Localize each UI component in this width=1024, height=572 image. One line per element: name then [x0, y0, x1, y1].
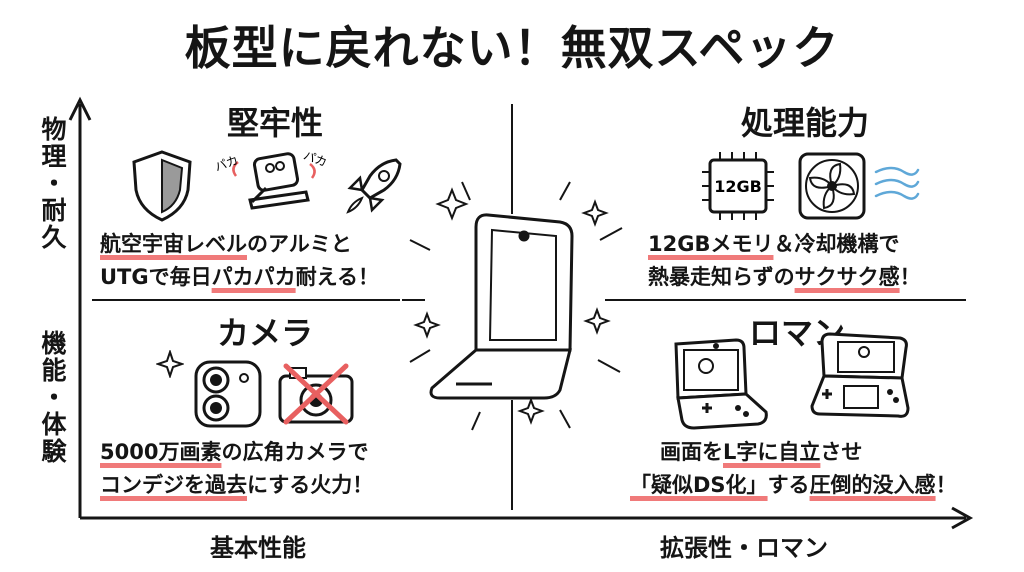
x-axis-label-left: 基本性能 [210, 534, 306, 562]
roman-text-line1: 画面をL字に自立させ [660, 440, 863, 464]
page-title: 板型に戻れない！無双スペック [184, 21, 840, 75]
x-axis-label-right: 拡張性・ロマン [660, 534, 828, 562]
phone-camera-icon [194, 360, 262, 428]
roman-text-line2: 「疑似DS化」する圧倒的没入感！ [630, 473, 957, 497]
shield-icon [132, 150, 192, 222]
compact-camera-crossed-icon [278, 363, 354, 425]
cooling-fan-icon [798, 152, 866, 220]
airflow-icon [874, 166, 920, 200]
y-axis-label-top: 物理・耐久 [38, 116, 67, 251]
sparkle-icon [156, 350, 184, 378]
memory-chip-icon: 12GB [702, 152, 774, 220]
y-axis-arrow [68, 96, 92, 121]
center-foldable-phone-icon [402, 181, 628, 431]
camera-text-line1: 5000万画素の広角カメラで [100, 440, 369, 464]
rocket-icon [346, 158, 402, 214]
quadrant-title-durability: 堅牢性 [226, 104, 323, 142]
quadrant-title-camera: カメラ [216, 314, 313, 352]
folding-phone-icon: パカ パカ [216, 148, 329, 210]
doodle-text-left: パカ [216, 153, 240, 174]
camera-text-line2: コンデジを過去にする火力！ [100, 473, 374, 497]
x-axis-arrow [951, 506, 974, 530]
y-axis-label-bottom: 機能・体験 [38, 330, 67, 465]
flip-phone-game-icon [674, 338, 768, 430]
handheld-console-icon [810, 332, 910, 418]
durability-text-line1: 航空宇宙レベルのアルミと [100, 232, 352, 256]
chip-label: 12GB [714, 177, 762, 196]
performance-text-line1: 12GBメモリ＆冷却機構で [648, 232, 900, 256]
durability-text-line2: UTGで毎日パカパカ耐える！ [100, 265, 379, 289]
performance-text-line2: 熱暴走知らずのサクサク感！ [648, 265, 921, 289]
doodle-text-right: パカ [302, 148, 329, 169]
quadrant-title-performance: 処理能力 [740, 104, 869, 142]
